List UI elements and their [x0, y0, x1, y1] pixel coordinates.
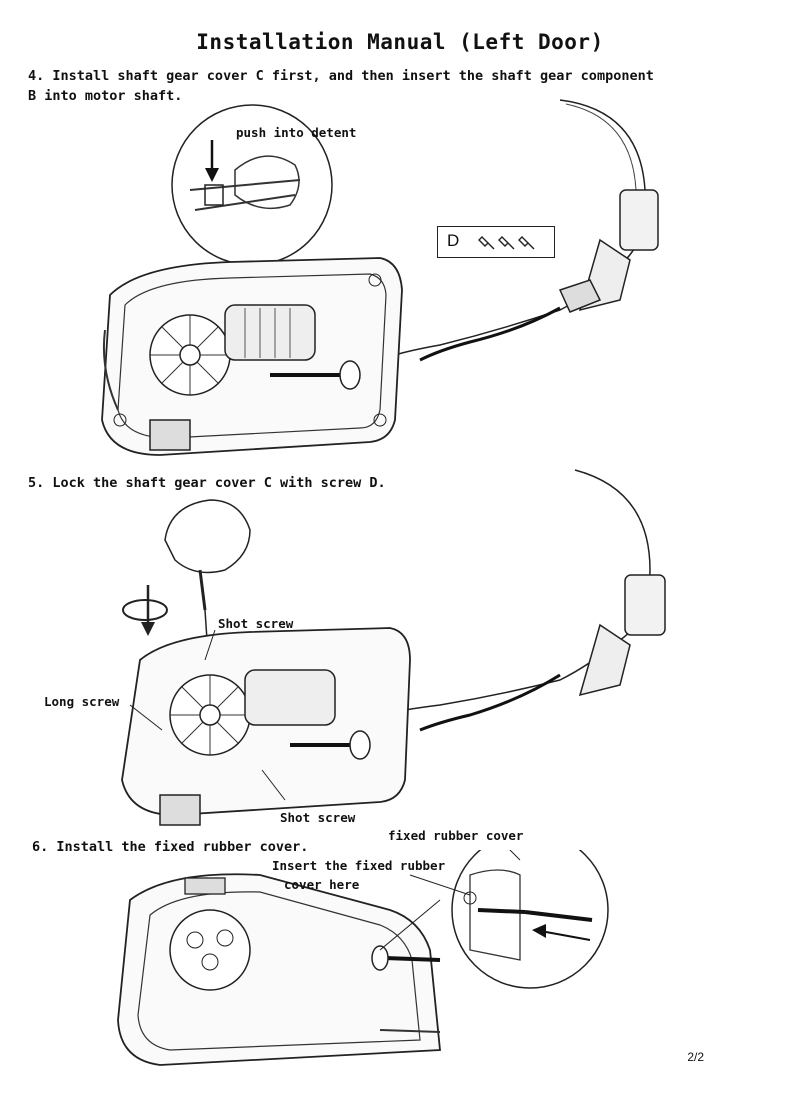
step-5-instruction: 5. Lock the shaft gear cover C with scre… — [28, 475, 386, 491]
page-title: Installation Manual (Left Door) — [196, 30, 604, 54]
step-4-instruction: 4. Install shaft gear cover C first, and… — [28, 68, 662, 104]
screw-d-key-box: D — [437, 226, 555, 258]
shot-screw-label-bottom: Shot screw — [280, 810, 356, 825]
screw-d-letter: D — [447, 231, 460, 250]
step-5-illustration — [0, 460, 800, 840]
step-6-illustration — [0, 850, 800, 1070]
motor-assembly-drawing-5 — [121, 469, 666, 826]
insert-label-line2: cover here — [284, 877, 360, 892]
push-into-detent-label: push into detent — [236, 125, 357, 140]
rubber-cover-drawing — [117, 850, 609, 1066]
motor-assembly-drawing-4 — [101, 99, 659, 456]
insert-label-line1: Insert the fixed rubber — [272, 858, 446, 873]
page-number: 2/2 — [687, 1050, 704, 1064]
fixed-rubber-cover-label: fixed rubber cover — [388, 828, 524, 843]
shot-screw-label-top: Shot screw — [218, 616, 294, 631]
long-screw-label: Long screw — [44, 694, 120, 709]
step-4-illustration — [0, 90, 800, 470]
step-6-instruction: 6. Install the fixed rubber cover. — [32, 839, 309, 855]
screw-icons — [478, 236, 535, 250]
